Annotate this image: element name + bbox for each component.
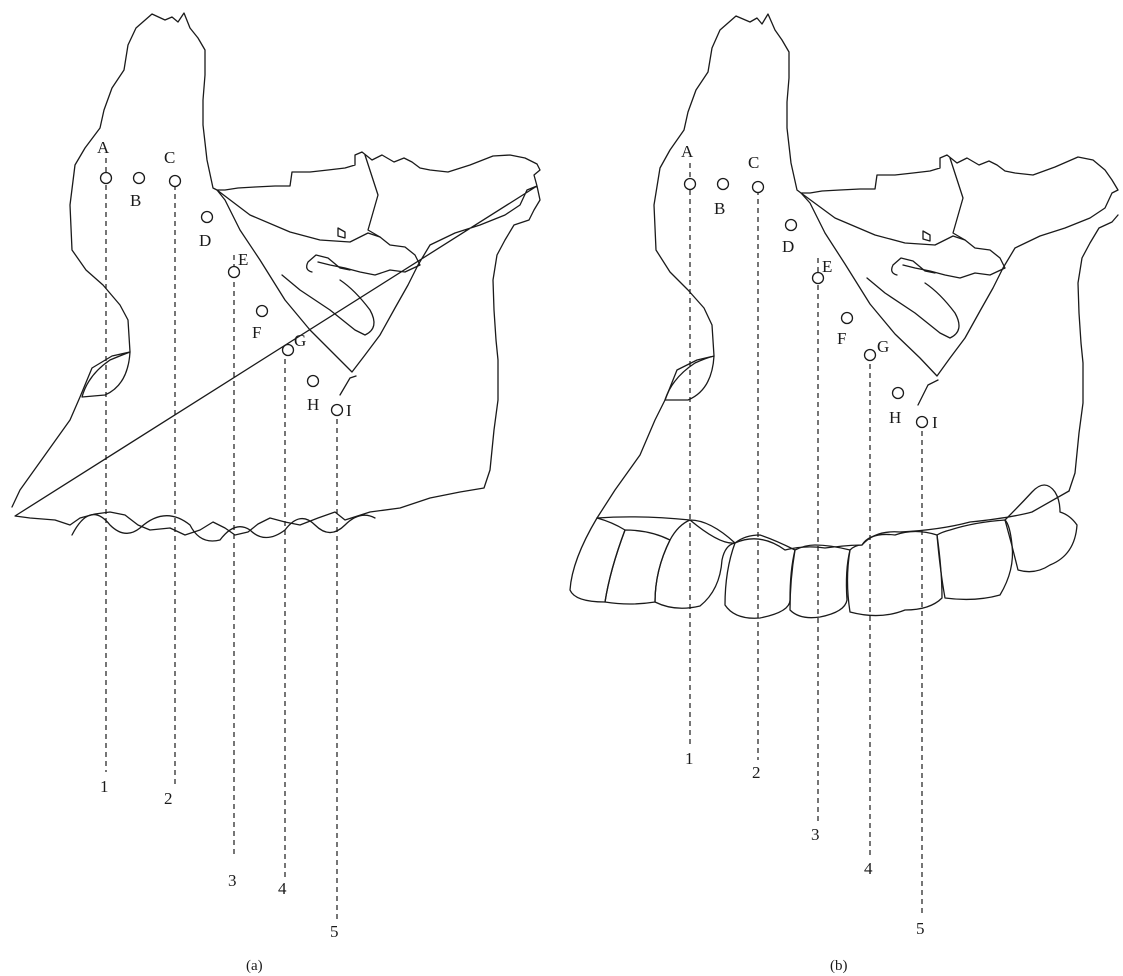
line-label: 1	[100, 777, 109, 796]
tuberosity-line-a	[339, 375, 357, 396]
line-label: 5	[330, 922, 339, 941]
point-label: C	[164, 148, 175, 167]
landmark-point	[751, 180, 765, 194]
point-label: E	[822, 257, 832, 276]
landmarks-b	[683, 177, 929, 429]
tuberosity-line-b	[917, 379, 939, 406]
point-label: F	[837, 329, 846, 348]
maxillary-sinus-b	[866, 257, 960, 339]
landmark-point	[915, 415, 929, 429]
point-label: B	[130, 191, 141, 210]
line-label: 4	[864, 859, 873, 878]
landmark-point	[683, 177, 697, 191]
landmark-point	[132, 171, 146, 185]
landmark-point	[200, 210, 214, 224]
landmark-point	[891, 386, 905, 400]
point-label: B	[714, 199, 725, 218]
point-label: H	[889, 408, 901, 427]
landmark-point	[840, 311, 854, 325]
tooth	[936, 519, 1014, 601]
point-label: G	[877, 337, 889, 356]
landmark-point	[330, 403, 344, 417]
point-label: C	[748, 153, 759, 172]
point-label: E	[238, 250, 248, 269]
point-label: F	[252, 323, 261, 342]
line-label: 3	[811, 825, 820, 844]
landmark-point	[99, 171, 113, 185]
landmark-point	[716, 177, 730, 191]
tooth	[654, 519, 736, 609]
line-label: 4	[278, 879, 287, 898]
point-label: I	[932, 413, 938, 432]
landmark-point	[227, 265, 241, 279]
line-label: 2	[164, 789, 173, 808]
panel-b: A B C D E F G H I 1 2 3 4 5 (b)	[569, 13, 1119, 974]
alveolar-edge-a	[71, 514, 376, 542]
point-label: D	[199, 231, 211, 250]
tooth	[789, 544, 851, 619]
palatal-curve-b	[664, 355, 715, 401]
tooth	[1004, 484, 1078, 573]
point-label: I	[346, 401, 352, 420]
tooth	[569, 517, 626, 603]
point-label: G	[294, 331, 306, 350]
orbital-rim-a	[337, 154, 381, 239]
landmark-point	[255, 304, 269, 318]
tooth	[846, 530, 943, 617]
landmark-point	[811, 271, 825, 285]
landmark-point	[863, 348, 877, 362]
point-label: D	[782, 237, 794, 256]
orbital-rim-b	[922, 157, 966, 242]
line-label: 1	[685, 749, 694, 768]
landmark-point	[306, 374, 320, 388]
point-label: H	[307, 395, 319, 414]
landmark-labels-b: A B C D E F G H I	[681, 142, 938, 432]
line-label: 5	[916, 919, 925, 938]
reference-lines-a	[105, 158, 338, 920]
zygomatic-process-a	[216, 189, 421, 276]
landmark-point	[281, 343, 295, 357]
line-label: 3	[228, 871, 237, 890]
line-labels-b: 1 2 3 4 5	[685, 749, 925, 938]
landmark-point	[168, 174, 182, 188]
line-label: 2	[752, 763, 761, 782]
palatal-curve-a	[81, 351, 131, 398]
reference-lines-b	[689, 163, 923, 915]
gum-line	[596, 490, 1070, 551]
point-label: A	[681, 142, 694, 161]
landmarks-a	[99, 171, 344, 417]
maxillary-sinus-a	[281, 254, 375, 336]
point-label: A	[97, 138, 110, 157]
landmark-labels-a: A B C D E F G H I	[97, 138, 352, 420]
maxilla-outline-a	[11, 12, 541, 536]
line-labels-a: 1 2 3 4 5	[100, 777, 339, 941]
landmark-point	[784, 218, 798, 232]
maxilla-outline-b	[596, 13, 1119, 519]
panel-a: A B C D E F G H I 1 2 3 4 5 (a)	[11, 12, 541, 974]
teeth-b	[569, 484, 1078, 619]
tooth	[724, 534, 796, 619]
panel-caption: (b)	[830, 958, 848, 974]
panel-caption: (a)	[246, 958, 263, 974]
zygomatic-process-b	[800, 192, 1006, 279]
